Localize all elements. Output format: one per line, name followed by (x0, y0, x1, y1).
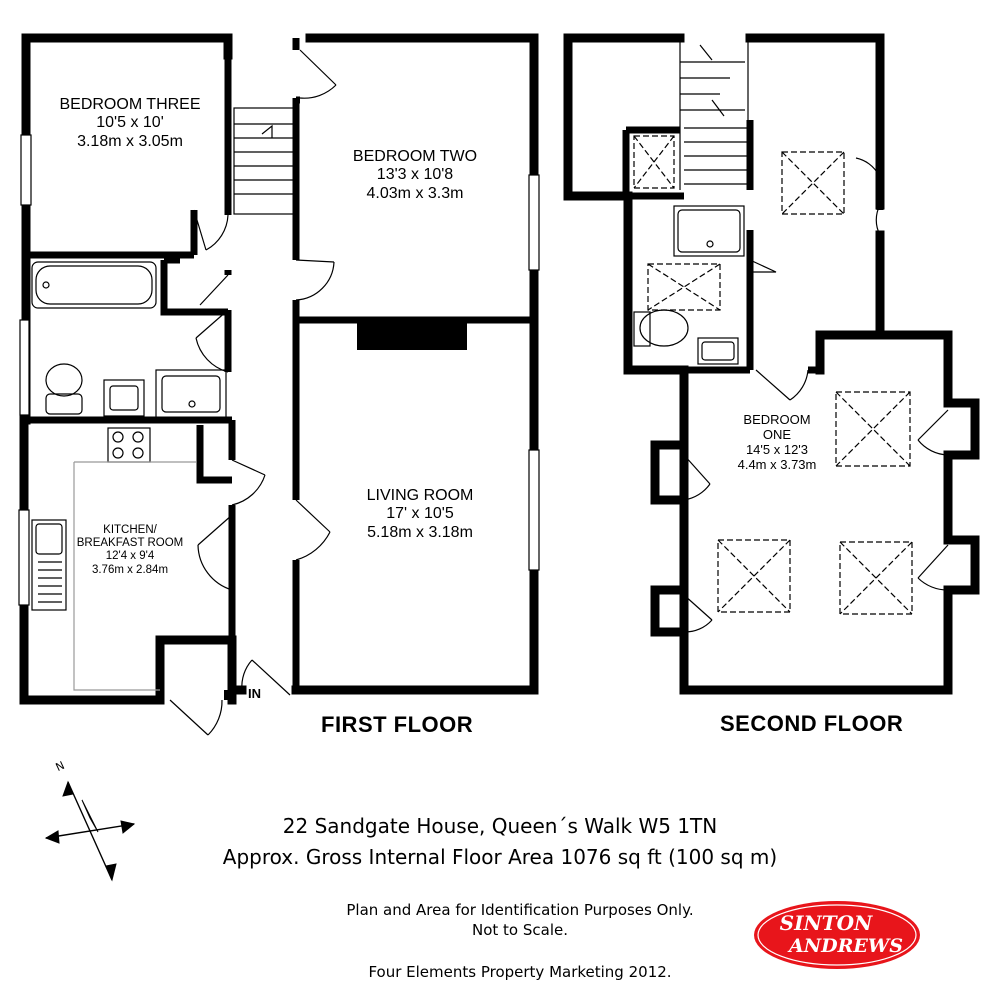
floor-area: Approx. Gross Internal Floor Area 1076 s… (222, 845, 778, 869)
room-size-imperial: 14'5 x 12'3 (745, 441, 809, 457)
room-size-imperial: 10'5 x 10' (96, 114, 164, 132)
second-floor-title: SECOND FLOOR (720, 711, 904, 736)
second-floor-plan (563, 33, 980, 695)
bedroom-one-label: BEDROOM ONE 14'5 x 12'3 4.4m x 3.73m (712, 412, 842, 473)
entrance-label: IN (248, 686, 261, 701)
room-size-metric: 5.18m x 3.18m (367, 523, 473, 541)
compass-rose (44, 780, 136, 882)
first-floor-title: FIRST FLOOR (321, 712, 474, 737)
room-name: BEDROOM TWO (352, 148, 478, 165)
credit-line: Four Elements Property Marketing 2012. (368, 963, 672, 981)
room-size-metric: 4.03m x 3.3m (366, 184, 464, 202)
room-size-imperial: 12'4 x 9'4 (105, 550, 155, 563)
bedroom-two-label: BEDROOM TWO 13'3 x 10'8 4.03m x 3.3m (320, 148, 510, 203)
room-name: KITCHEN/ (103, 524, 157, 536)
room-name: ONE (762, 426, 792, 442)
room-size-metric: 3.76m x 2.84m (91, 563, 169, 576)
room-name: BREAKFAST ROOM (76, 537, 184, 550)
kitchen-label: KITCHEN/ BREAKFAST ROOM 12'4 x 9'4 3.76m… (62, 524, 198, 577)
room-size-metric: 3.18m x 3.05m (77, 132, 183, 150)
living-room-label: LIVING ROOM 17' x 10'5 5.18m x 3.18m (325, 487, 515, 542)
room-size-metric: 4.4m x 3.73m (737, 456, 817, 472)
room-size-imperial: 17' x 10'5 (386, 505, 454, 523)
sinton-andrews-logo: SINTON ANDREWS (754, 901, 920, 969)
room-name: LIVING ROOM (366, 487, 474, 504)
room-name: BEDROOM THREE (59, 96, 201, 113)
disclaimer-line-1: Plan and Area for Identification Purpose… (346, 901, 694, 919)
room-name: BEDROOM (743, 412, 811, 427)
room-size-imperial: 13'3 x 10'8 (376, 166, 454, 184)
first-floor-plan (18, 33, 540, 736)
disclaimer-line-2: Not to Scale. (472, 921, 568, 939)
svg-text:SINTON: SINTON (780, 911, 873, 935)
svg-text:ANDREWS: ANDREWS (787, 935, 903, 957)
bedroom-three-label: BEDROOM THREE 10'5 x 10' 3.18m x 3.05m (40, 96, 220, 151)
property-address: 22 Sandgate House, Queen´s Walk W5 1TN (282, 814, 718, 838)
